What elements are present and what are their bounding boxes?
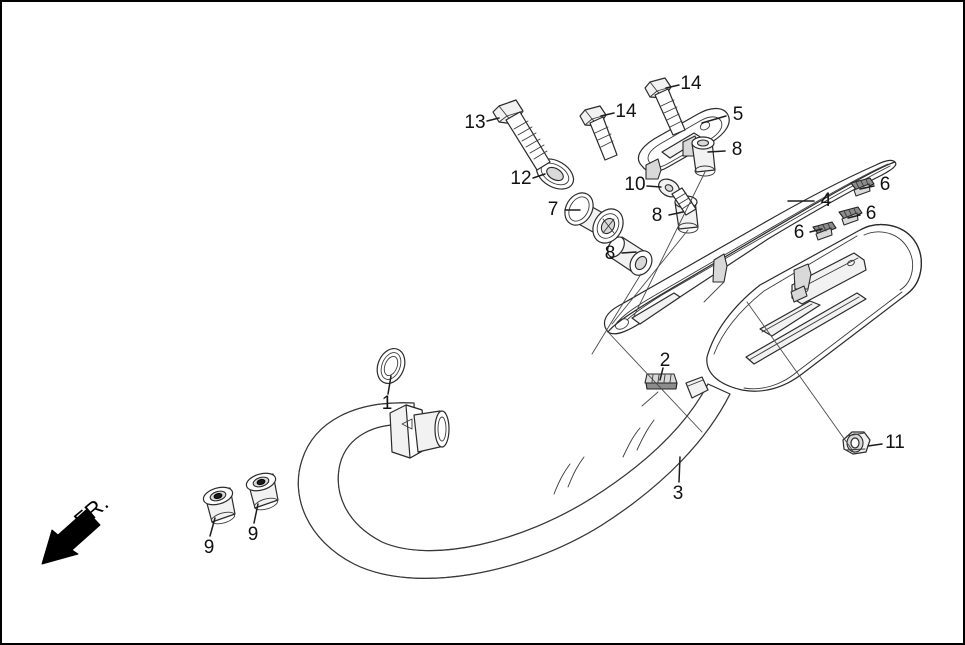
callout-9-a: 9 bbox=[204, 537, 215, 558]
callout-1: 1 bbox=[382, 393, 393, 414]
callout-14-b: 14 bbox=[615, 101, 637, 122]
muffler-rib-lower bbox=[745, 292, 867, 365]
callout-3: 3 bbox=[673, 483, 684, 504]
flange-collar-nut-left bbox=[202, 486, 236, 525]
flange-collar-nut-right bbox=[245, 472, 279, 511]
muffler-rib-upper bbox=[759, 300, 821, 337]
pipe-clip-on-pipe bbox=[685, 376, 709, 399]
rubber-mount-damper bbox=[564, 192, 624, 244]
exhaust-pipe-inlet-flange bbox=[389, 404, 450, 459]
flange-screw bbox=[658, 178, 697, 216]
callout-11: 11 bbox=[885, 432, 905, 453]
callout-numbers: 1 2 3 4 5 6 6 6 7 8 8 8 9 9 10 11 12 13 … bbox=[204, 73, 905, 558]
callout-4: 4 bbox=[821, 190, 832, 211]
callout-8-a: 8 bbox=[732, 139, 743, 160]
callout-5: 5 bbox=[733, 104, 744, 125]
front-direction-arrow bbox=[41, 509, 101, 565]
mount-collar-lower bbox=[607, 236, 653, 276]
assembly-construction-lines bbox=[591, 171, 856, 455]
callout-10: 10 bbox=[624, 174, 645, 195]
callout-2: 2 bbox=[660, 350, 671, 371]
callout-leaders bbox=[209, 84, 883, 537]
flange-bolt-lower bbox=[579, 105, 618, 161]
callout-12: 12 bbox=[510, 168, 531, 189]
callout-6-a: 6 bbox=[880, 174, 891, 195]
long-flange-bolt bbox=[492, 99, 551, 171]
callout-7: 7 bbox=[548, 199, 559, 220]
callout-6-b: 6 bbox=[866, 203, 877, 224]
mount-collar-top bbox=[691, 136, 716, 177]
callout-14-a: 14 bbox=[680, 73, 702, 94]
callout-9-b: 9 bbox=[248, 524, 259, 545]
plain-washer bbox=[535, 158, 575, 190]
muffler-tab-bracket bbox=[790, 252, 867, 305]
callout-6-c: 6 bbox=[794, 222, 805, 243]
exhaust-pipe bbox=[297, 383, 731, 579]
flange-bolt-upper bbox=[644, 77, 686, 136]
muffler-hex-nut bbox=[842, 431, 871, 455]
exhaust-pipe-gasket bbox=[376, 348, 406, 384]
callout-8-b: 8 bbox=[652, 205, 663, 226]
callout-13: 13 bbox=[464, 112, 485, 133]
callout-8-c: 8 bbox=[605, 243, 616, 264]
